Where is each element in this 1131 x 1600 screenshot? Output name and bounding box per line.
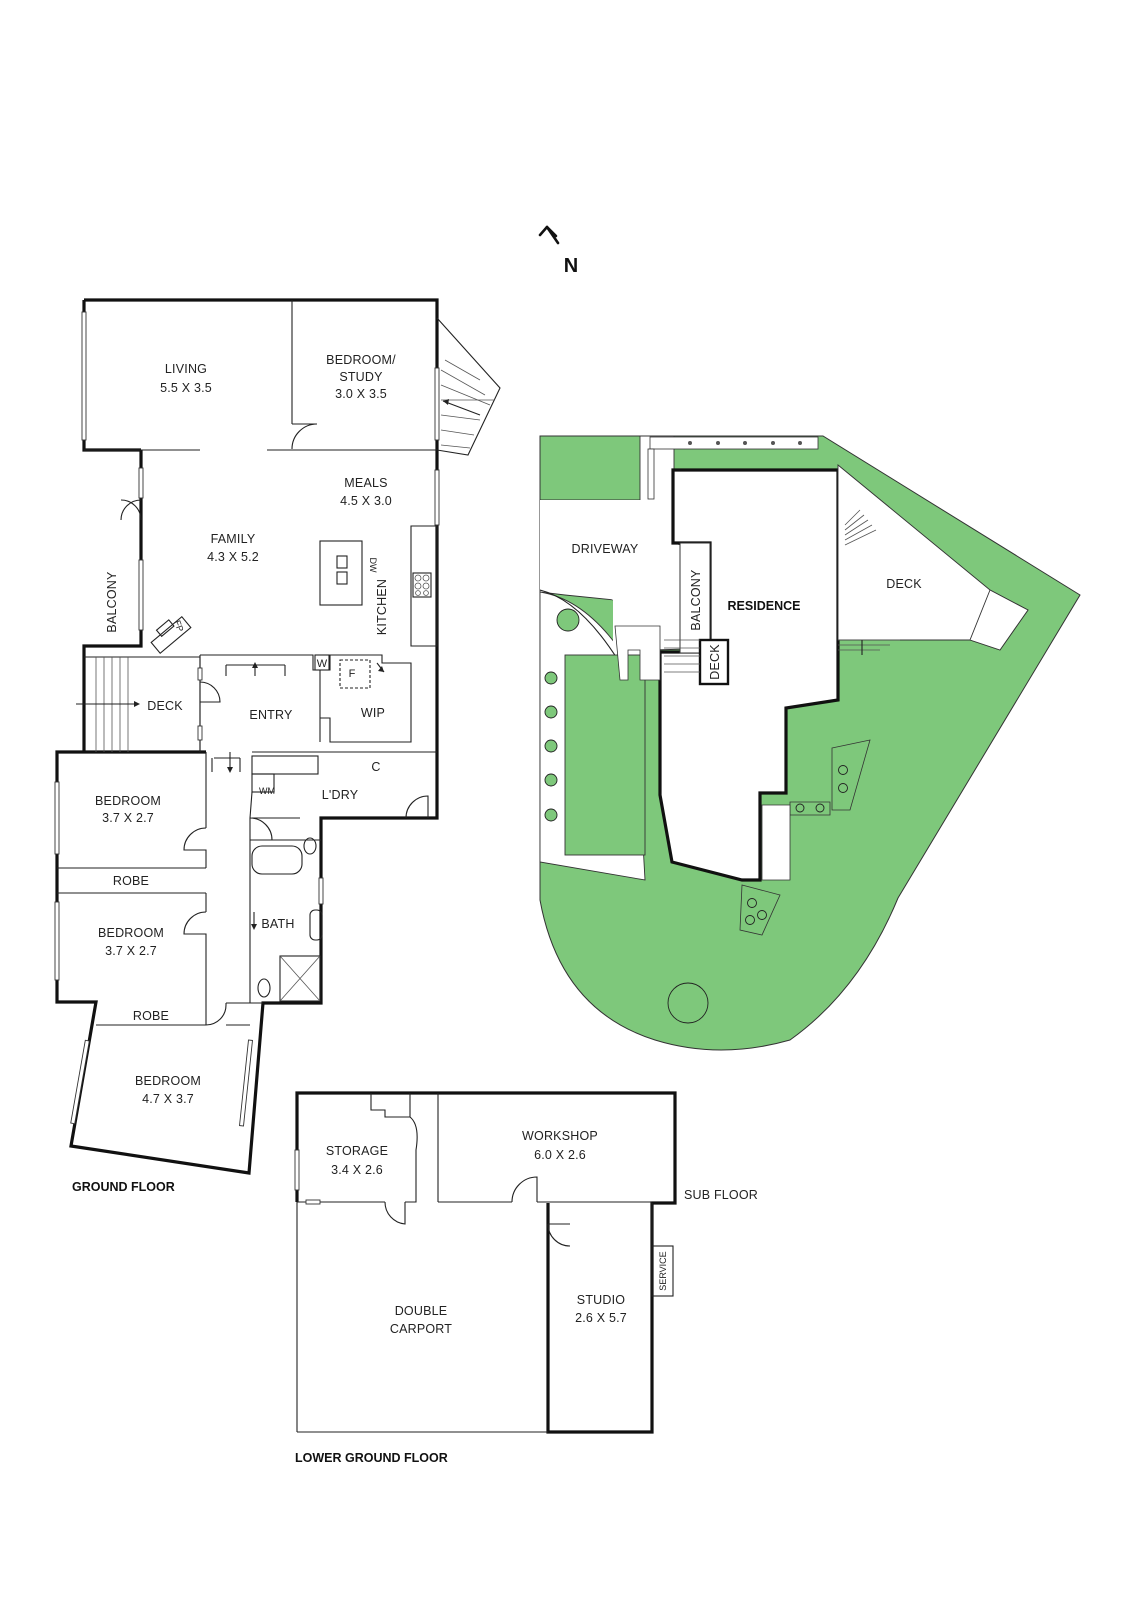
- north-label: N: [564, 255, 578, 277]
- laundry-label: L'DRY: [322, 788, 359, 802]
- site-deck-small-label: DECK: [708, 644, 722, 680]
- family-dims: 4.3 X 5.2: [207, 550, 259, 564]
- bedroom-3-dims: 4.7 X 3.7: [142, 1092, 194, 1106]
- site-balcony-label: BALCONY: [689, 569, 703, 631]
- service-label: SERVICE: [658, 1251, 668, 1290]
- bedroom-2-label: BEDROOM: [98, 926, 164, 940]
- workshop-dims: 6.0 X 2.6: [534, 1148, 586, 1162]
- storage-label: STORAGE: [326, 1144, 388, 1158]
- wm-label: WM: [259, 786, 275, 796]
- dw-label: DW: [368, 558, 378, 573]
- w-label: W: [317, 658, 328, 670]
- balcony-wall: [82, 450, 143, 752]
- wip-label: WIP: [361, 706, 385, 720]
- bedroom-3-label: BEDROOM: [135, 1074, 201, 1088]
- family-label: FAMILY: [211, 532, 256, 546]
- living-top-wall: [82, 300, 141, 452]
- lower-ground-floor-title: LOWER GROUND FLOOR: [295, 1451, 448, 1465]
- living-dims: 5.5 X 3.5: [160, 381, 212, 395]
- storage-dims: 3.4 X 2.6: [331, 1163, 383, 1177]
- ground-floor-plan: [54, 298, 501, 1175]
- north-arrow-icon: [538, 225, 560, 245]
- sub-floor-label: SUB FLOOR: [684, 1188, 758, 1202]
- studio-dims: 2.6 X 5.7: [575, 1311, 627, 1325]
- bedroom-study-label-2: STUDY: [339, 370, 383, 384]
- carport-label-2: CARPORT: [390, 1322, 452, 1336]
- bath-label: BATH: [261, 917, 294, 931]
- bedroom-study-label: BEDROOM/: [326, 353, 396, 367]
- residence-label: RESIDENCE: [728, 599, 801, 613]
- entry-label: ENTRY: [249, 708, 293, 722]
- living-label: LIVING: [165, 362, 207, 376]
- balcony-label: BALCONY: [105, 571, 119, 633]
- ground-floor-title: GROUND FLOOR: [72, 1180, 175, 1194]
- driveway-label: DRIVEWAY: [572, 542, 639, 556]
- site-plan: [539, 435, 1081, 1051]
- workshop-label: WORKSHOP: [522, 1129, 598, 1143]
- deck-label: DECK: [147, 699, 183, 713]
- bedroom-study-dims: 3.0 X 3.5: [335, 387, 387, 401]
- lower-ground-floor-plan: [294, 1091, 677, 1434]
- meals-dims: 4.5 X 3.0: [340, 494, 392, 508]
- site-deck-label: DECK: [886, 577, 922, 591]
- bedroom-2-dims: 3.7 X 2.7: [105, 944, 157, 958]
- carport-label: DOUBLE: [395, 1304, 448, 1318]
- bedroom-1-dims: 3.7 X 2.7: [102, 811, 154, 825]
- fp-label: FP: [172, 619, 185, 633]
- meals-label: MEALS: [344, 476, 387, 490]
- studio-label: STUDIO: [577, 1293, 626, 1307]
- kitchen-label: KITCHEN: [375, 579, 389, 635]
- ground-floor-outer-wall: [55, 298, 439, 1175]
- lower-floor-outer-wall: [295, 1091, 677, 1434]
- robe-1-label: ROBE: [113, 874, 149, 888]
- f-label: F: [349, 668, 356, 680]
- c-label: C: [371, 760, 380, 774]
- bedroom-1-label: BEDROOM: [95, 794, 161, 808]
- robe-2-label: ROBE: [133, 1009, 169, 1023]
